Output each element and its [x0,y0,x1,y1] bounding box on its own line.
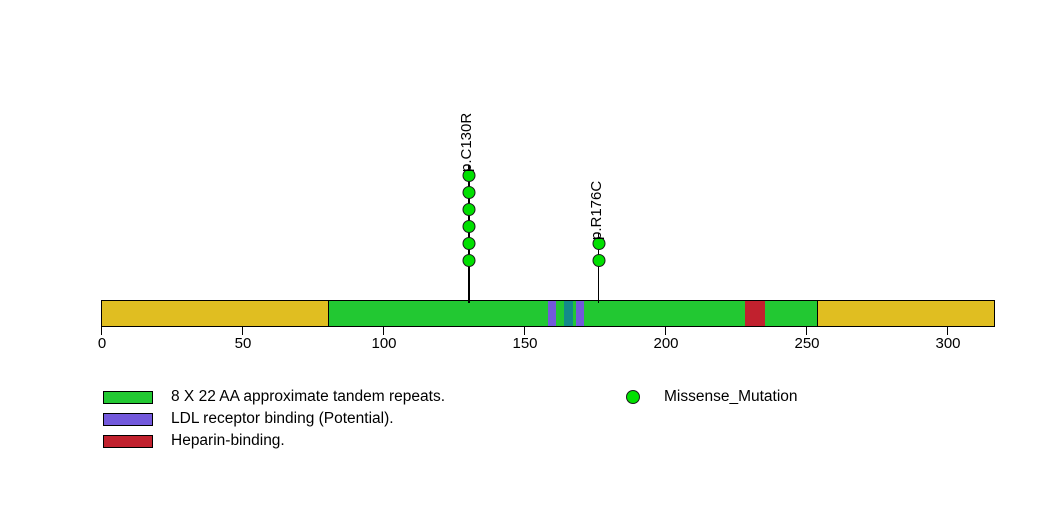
axis-tick-label: 250 [794,335,820,352]
axis-tick-label: 300 [935,335,961,352]
domain-segment [564,301,573,326]
domain-segment [744,301,765,326]
lollipop-dot[interactable] [462,219,476,233]
legend-mutation-dot-icon [626,390,640,404]
domain-segment [327,301,819,326]
lollipop-label: p.R176C [588,180,606,240]
axis-tick [665,327,667,335]
domain-legend-label: Heparin-binding. [171,432,285,449]
legend-color-swatch [103,390,153,404]
axis-tick [101,327,103,335]
protein-backbone [101,300,995,327]
lollipop-stem [468,165,470,303]
legend-color-swatch [103,412,153,426]
mutation-legend-item: Missense_Mutation [626,386,798,408]
axis-tick [524,327,526,335]
lollipop-dot[interactable] [592,253,606,267]
axis-tick-label: 0 [97,335,107,352]
lollipop-dot[interactable] [462,236,476,250]
axis-tick [947,327,949,335]
lollipop-dot[interactable] [462,168,476,182]
domain-legend: 8 X 22 AA approximate tandem repeats. LDL… [103,386,445,452]
domain-legend-label: LDL receptor binding (Potential). [171,410,394,427]
domain-legend-label: 8 X 22 AA approximate tandem repeats. [171,388,446,405]
lollipop-dot[interactable] [462,202,476,216]
domain-legend-item: 8 X 22 AA approximate tandem repeats. [103,386,445,408]
lollipop-dot[interactable] [462,185,476,199]
axis-tick [242,327,244,335]
lollipop-stem [598,233,600,303]
domain-segment [575,301,585,326]
axis-tick [806,327,808,335]
domain-legend-item: LDL receptor binding (Potential). [103,408,445,430]
axis-tick-label: 200 [653,335,679,352]
lollipop-dot[interactable] [462,253,476,267]
lollipop-label: p.C130R [458,112,476,172]
axis-tick-label: 50 [234,335,252,352]
axis-tick-label: 100 [371,335,397,352]
legend-color-swatch [103,434,153,448]
mutation-legend-label: Missense_Mutation [664,388,798,405]
lollipop-dot[interactable] [592,236,606,250]
axis-tick-label: 150 [512,335,538,352]
axis-tick [383,327,385,335]
domain-legend-item: Heparin-binding. [103,430,445,452]
domain-segment [547,301,556,326]
mutation-legend: Missense_Mutation [626,386,798,408]
